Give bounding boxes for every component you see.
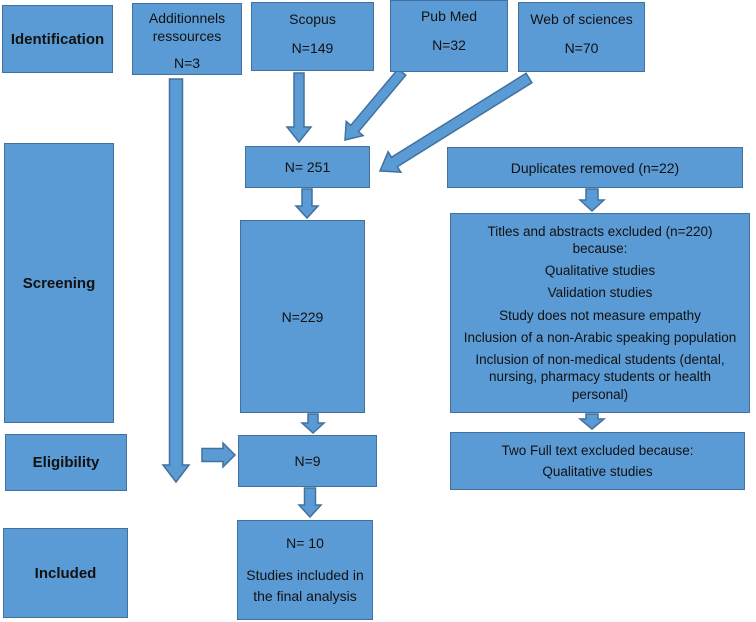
included-note-line2: the final analysis bbox=[253, 587, 357, 604]
flow-arrow-side-into-eligible bbox=[201, 441, 237, 469]
stage-label-eligibility: Eligibility bbox=[5, 434, 127, 491]
stage-label-text: Included bbox=[34, 564, 97, 582]
source-name-line2: ressources bbox=[152, 28, 222, 45]
screened-records-box: N=229 bbox=[240, 220, 365, 413]
source-name-line1: Additionnels bbox=[148, 10, 226, 26]
exclusion-reason: Study does not measure empathy bbox=[499, 307, 701, 323]
source-box-web-of-sciences: Web of sciences N=70 bbox=[518, 2, 645, 72]
exclusion-reason: Inclusion of a non-Arabic speaking popul… bbox=[463, 329, 737, 345]
included-note-line1: Studies included in bbox=[246, 567, 364, 584]
flow-arrow-pooled-to-screened bbox=[294, 188, 320, 220]
flow-arrow-pubmed-to-pooled bbox=[344, 67, 407, 141]
stage-label-identification: Identification bbox=[2, 5, 113, 73]
source-count: N=3 bbox=[173, 55, 201, 72]
source-name: Pub Med bbox=[420, 8, 478, 24]
pooled-records-count: N= 251 bbox=[284, 159, 331, 175]
exclusion-reason: Inclusion of non-medical students (denta… bbox=[475, 351, 725, 402]
eligibility-records-count: N=9 bbox=[294, 453, 321, 469]
source-box-scopus: Scopus N=149 bbox=[251, 2, 374, 71]
flow-arrow-scopus-to-pooled bbox=[285, 72, 313, 144]
pooled-records-box: N= 251 bbox=[245, 146, 370, 188]
exclusion-reason: Qualitative studies bbox=[542, 464, 653, 480]
flow-arrow-screened-to-eligible bbox=[300, 413, 326, 435]
full-text-excluded-box: Two Full text excluded because: Qualitat… bbox=[450, 432, 745, 490]
eligibility-records-box: N=9 bbox=[238, 435, 377, 487]
exclusion-reason: Qualitative studies bbox=[544, 263, 656, 279]
source-count: N=149 bbox=[291, 40, 334, 57]
exclusion-header: Two Full text excluded because: bbox=[501, 442, 694, 458]
source-name: Web of sciences bbox=[530, 11, 633, 27]
stage-label-text: Eligibility bbox=[32, 454, 100, 471]
duplicates-removed-box: Duplicates removed (n=22) bbox=[447, 147, 743, 188]
stage-label-text: Identification bbox=[10, 30, 105, 48]
source-count: N=32 bbox=[432, 37, 466, 54]
duplicates-removed-label: Duplicates removed (n=22) bbox=[510, 159, 680, 176]
included-studies-count: N= 10 bbox=[286, 535, 324, 551]
source-box-additional-resources: Additionnels ressources N=3 bbox=[132, 3, 242, 75]
exclusion-header: Titles and abstracts excluded (n=220) be… bbox=[487, 223, 713, 257]
screened-records-count: N=229 bbox=[281, 308, 324, 325]
source-box-pubmed: Pub Med N=32 bbox=[390, 0, 508, 72]
flow-arrow-titles-to-fulltext bbox=[577, 413, 607, 430]
source-name: Scopus bbox=[289, 11, 336, 27]
flow-arrow-duplicates-to-titles bbox=[578, 188, 606, 213]
stage-label-text: Screening bbox=[22, 274, 96, 292]
stage-label-screening: Screening bbox=[4, 143, 114, 423]
flow-arrow-additional-to-eligibility bbox=[161, 78, 191, 484]
flow-arrow-eligible-to-included bbox=[297, 487, 323, 519]
titles-abstracts-excluded-box: Titles and abstracts excluded (n=220) be… bbox=[450, 213, 750, 413]
stage-label-included: Included bbox=[3, 528, 128, 618]
included-studies-box: N= 10 Studies included in the final anal… bbox=[237, 520, 373, 620]
source-count: N=70 bbox=[564, 40, 599, 57]
exclusion-reason: Validation studies bbox=[547, 285, 653, 301]
